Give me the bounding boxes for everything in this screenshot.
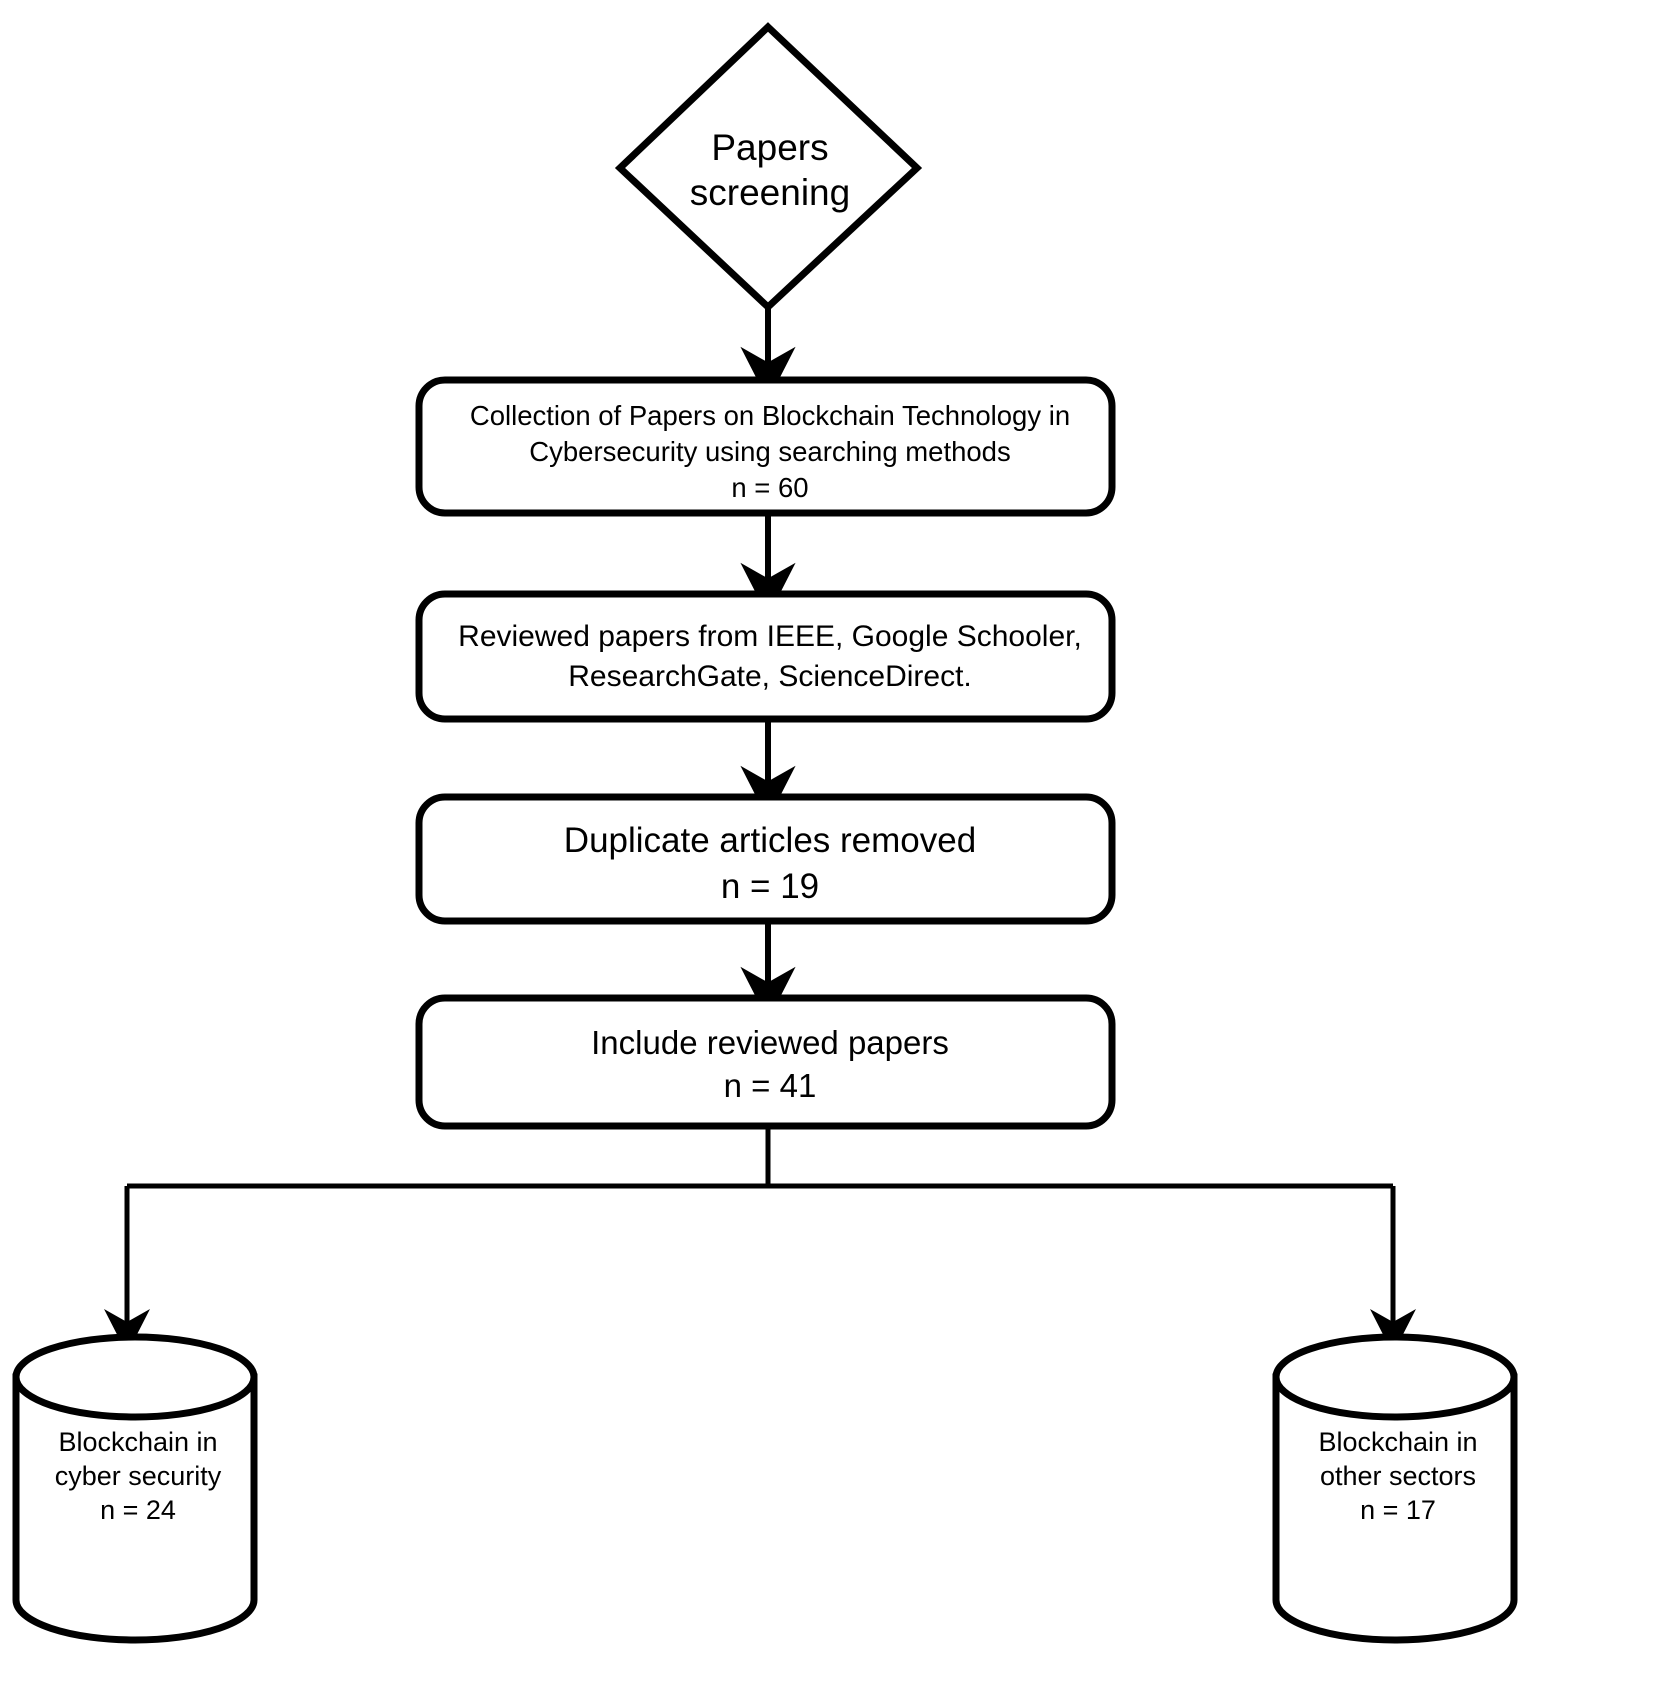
node-papers-screening-shape[interactable] <box>614 22 923 312</box>
node-cyber-security-shape[interactable] <box>12 1333 258 1644</box>
node-included-shape[interactable] <box>415 994 1116 1130</box>
node-collection-shape[interactable] <box>415 376 1116 517</box>
node-other-sectors-shape[interactable] <box>1272 1333 1518 1644</box>
node-duplicates-shape[interactable] <box>415 793 1116 925</box>
node-reviewed-sources-shape[interactable] <box>415 590 1116 723</box>
